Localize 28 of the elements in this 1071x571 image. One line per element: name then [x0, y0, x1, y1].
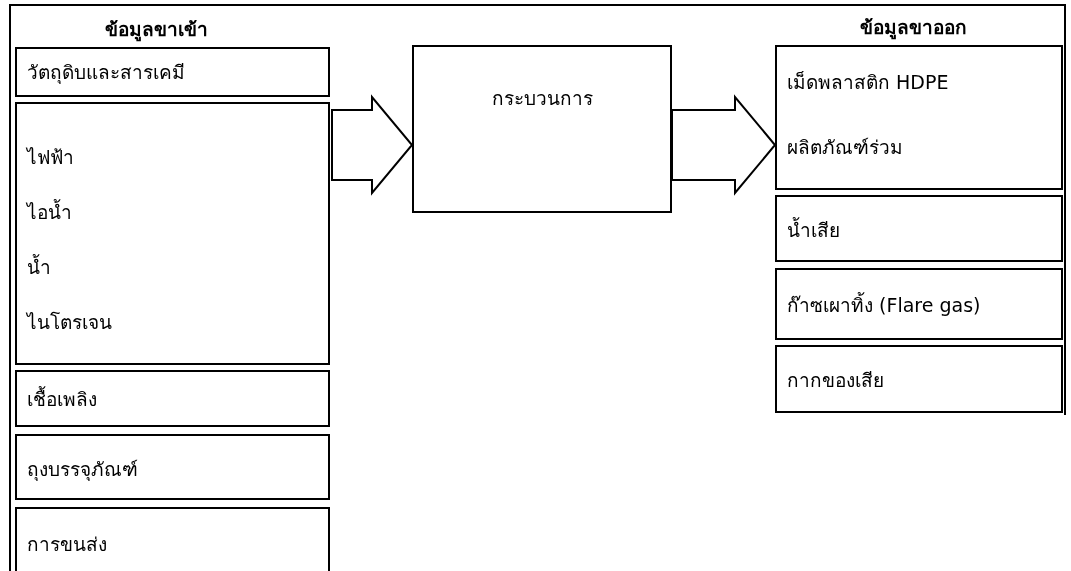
process-box: [412, 45, 672, 213]
item-text: เม็ดพลาสติก HDPE: [787, 70, 949, 95]
input-box: [15, 370, 330, 427]
item-text: กระบวนการ: [490, 86, 594, 111]
item-text: การขนส่ง: [27, 532, 107, 557]
output-box: [775, 195, 1063, 262]
item-text: น้ำ: [27, 254, 51, 280]
block-arrow: [671, 94, 777, 196]
block-arrow: [331, 94, 414, 196]
input-box: [15, 102, 330, 365]
item-text: ถุงบรรจุภัณฑ์: [27, 457, 138, 482]
item-text: น้ำเสีย: [787, 217, 840, 243]
output-box: [775, 45, 1063, 190]
item-text: ก๊าซเผาทิ้ง (Flare gas): [787, 292, 981, 318]
item-text: กากของเสีย: [787, 368, 884, 393]
column-heading: ข้อมูลขาเข้า: [105, 17, 208, 44]
item-text: ผลิตภัณฑ์ร่วม: [787, 135, 903, 160]
item-text: ไอน้ำ: [27, 199, 72, 225]
item-text: เชื้อเพลิง: [27, 386, 97, 412]
input-box: [15, 47, 330, 97]
output-box: [775, 345, 1063, 413]
output-box: [775, 268, 1063, 340]
item-text: ไนโตรเจน: [27, 310, 112, 335]
item-text: วัตถุดิบและสารเคมี: [27, 60, 185, 85]
column-heading: ข้อมูลขาออก: [860, 15, 967, 42]
input-box: [15, 434, 330, 500]
item-text: ไฟฟ้า: [27, 145, 74, 170]
input-box: [15, 507, 330, 571]
